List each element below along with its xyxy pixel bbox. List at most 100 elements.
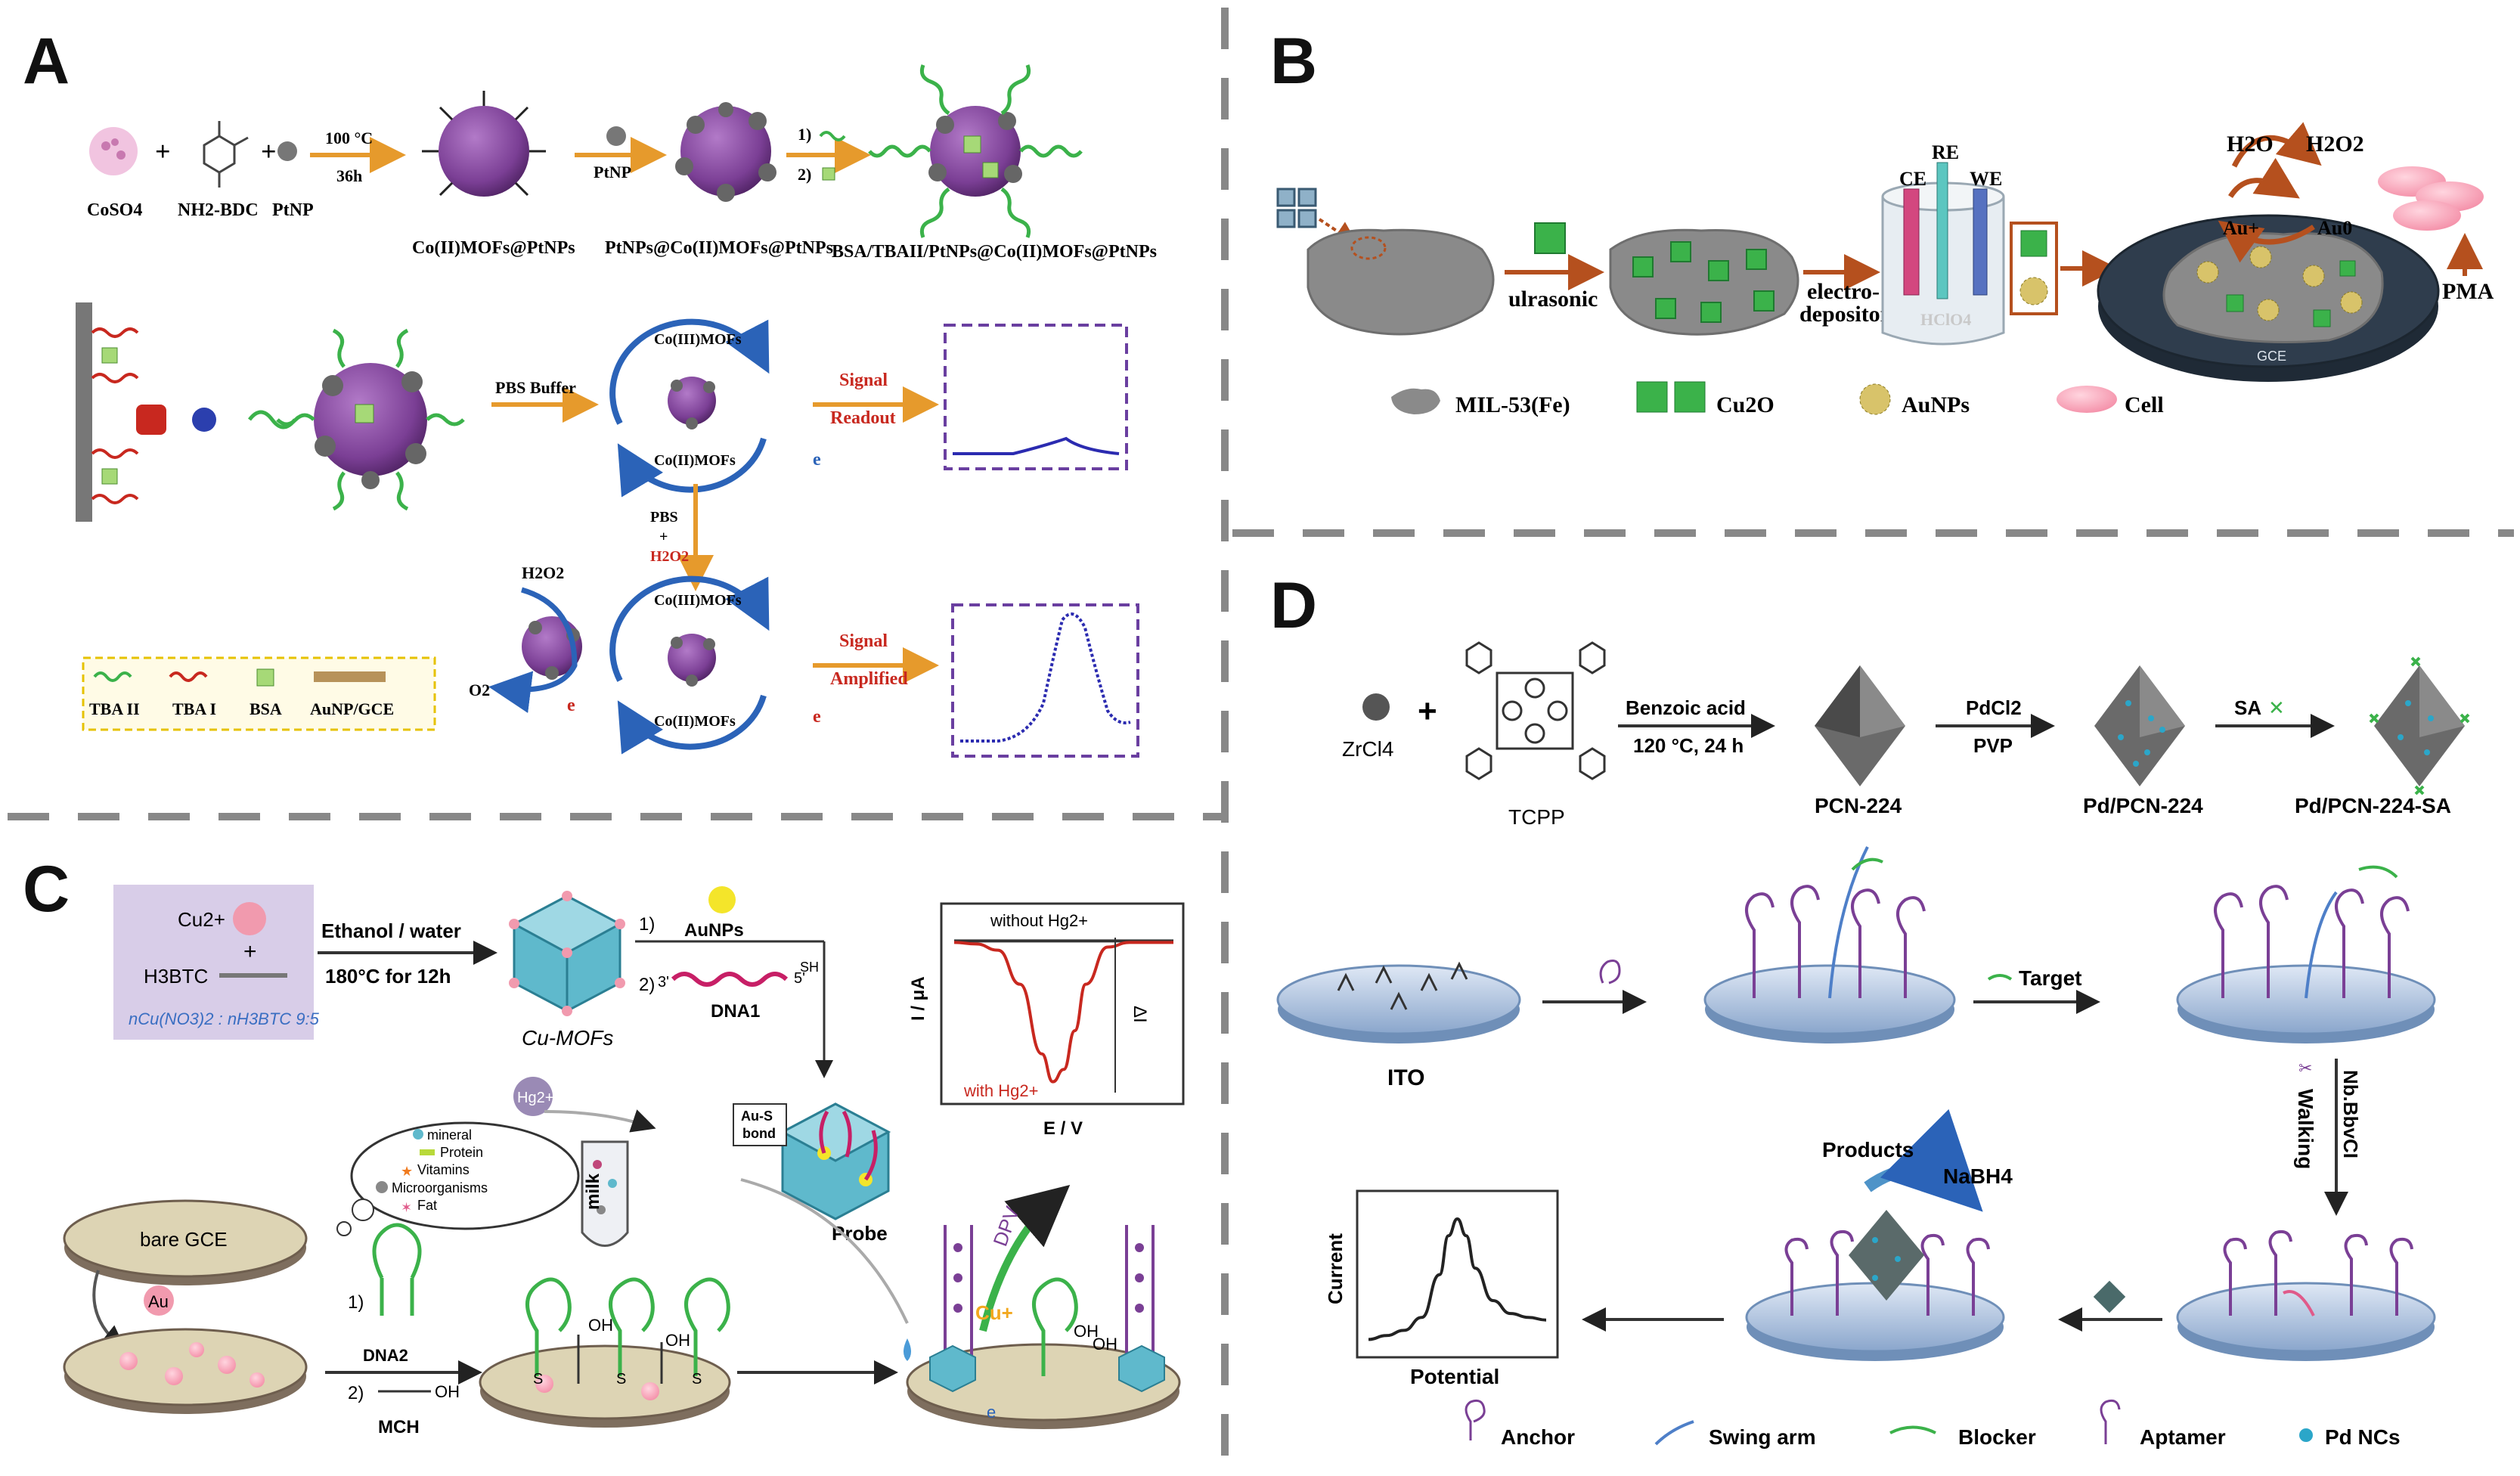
signal-label-2: Signal [839, 631, 888, 651]
redox-arrow-3 [2231, 122, 2322, 168]
legend-cell: Cell [2125, 392, 2164, 417]
mineral-icon [413, 1129, 423, 1140]
s-2: S [616, 1371, 626, 1388]
legend-swing-arm: Swing arm [1709, 1425, 1816, 1449]
legend-anchor-icon [1465, 1399, 1486, 1440]
nabh4-label: NaBH4 [1943, 1164, 2013, 1188]
bare-gce-disk [63, 1199, 308, 1285]
legend-swing-arm-icon [1654, 1420, 1694, 1446]
dpv-chart [940, 902, 1185, 1105]
redox-arrow-2 [2218, 220, 2315, 263]
chart-c-xlabel: E / V [1043, 1118, 1083, 1139]
cond-ethanol: Ethanol / water [321, 919, 461, 942]
delta-i: ΔI [1130, 1006, 1150, 1023]
water-drop-icon [904, 1338, 911, 1361]
dpv-arrow [979, 1184, 1071, 1332]
chart-d-frame [1356, 1189, 1559, 1359]
panel-a-letter: A [23, 25, 70, 98]
cycle2-bottom: Co(II)MOFs [654, 713, 736, 730]
cu2o-cube-icon [1534, 222, 1566, 254]
zoom-circle [1350, 236, 1387, 260]
amplified-box [951, 603, 1139, 758]
oh-3: OH [1074, 1322, 1099, 1341]
product-1: Co(II)MOFs@PtNPs [412, 238, 575, 258]
pd-pcn224-label: Pd/PCN-224 [2083, 794, 2203, 817]
cond-benzoic: Benzoic acid [1626, 696, 1746, 719]
cu-mofs-label: Cu-MOFs [522, 1026, 613, 1050]
legend-blocker-icon [1889, 1425, 1936, 1434]
cu-ion-icon [233, 902, 266, 935]
bsa-icon [822, 167, 835, 181]
ptnp-particle [277, 141, 297, 161]
electrode-ce: CE [1899, 168, 1926, 190]
legend-pdncs: Pd NCs [2325, 1425, 2401, 1449]
zoom-cube [2020, 230, 2047, 257]
legend-blocker: Blocker [1958, 1425, 2036, 1449]
reagent-coso4: CoSO4 [87, 200, 142, 220]
protein-icon [420, 1149, 435, 1155]
dna1-strand [671, 972, 789, 987]
cond-time: 36h [336, 166, 362, 185]
milk-protein: Protein [440, 1145, 483, 1160]
nb-icon: ✂ [2298, 1059, 2312, 1078]
pma-label: PMA [2442, 279, 2494, 304]
oh-1: OH [588, 1316, 613, 1335]
au-label: Au [148, 1292, 169, 1311]
pbs-buffer-label: PBS Buffer [495, 378, 576, 397]
nh2-bdc-molecule [203, 121, 249, 188]
h2o2-top: H2O2 [522, 563, 564, 582]
pd-pcn224-sa [2369, 656, 2470, 795]
legend-cu2o: Cu2O [1716, 392, 1775, 417]
chart-d-ylabel: Current [1324, 1233, 1347, 1304]
milk-mineral: mineral [427, 1127, 472, 1143]
vitamins-icon: ★ [401, 1164, 413, 1179]
amplified-curve [960, 612, 1131, 743]
electrochemical-cell [1881, 162, 2005, 346]
cycle2-top: Co(III)MOFs [654, 592, 742, 609]
milk-fat: Fat [417, 1198, 437, 1213]
milk-label: milk [583, 1173, 603, 1210]
zoom-box [2010, 222, 2058, 315]
dna2-gce-disk [479, 1277, 731, 1428]
tcpp-molecule [1465, 641, 1606, 780]
panel-b: B ulrasonic electro- depositon CE RE WE [1270, 25, 2494, 417]
bond-label: bond [742, 1126, 776, 1141]
step-ulrasonic: ulrasonic [1508, 287, 1598, 312]
coso4-molecule [89, 127, 138, 175]
legend-tba1-icon [169, 671, 208, 682]
electrode-re: RE [1932, 141, 1959, 163]
readout-curve [953, 436, 1120, 455]
product-2: PtNPs@Co(II)MOFs@PtNPs [605, 238, 833, 258]
cu2-label: Cu2+ [178, 908, 225, 931]
mil53-sheet [1306, 228, 1495, 336]
final-gce-disk [906, 1225, 1181, 1429]
step3-1: 1) [798, 125, 811, 144]
ito-plate-5 [1745, 1210, 2005, 1361]
e-label-1: e [813, 450, 821, 470]
ito-plate-4 [2176, 1229, 2436, 1361]
milk-tube [581, 1140, 629, 1247]
reagent-ptnp: PtNP [272, 200, 314, 220]
legend-aptamer-icon [2100, 1399, 2121, 1444]
step1-c: 1) [639, 914, 655, 935]
cu-mof-cube [509, 891, 625, 1016]
cycle1-top: Co(III)MOFs [654, 331, 742, 348]
mof-2 [675, 102, 776, 202]
e-label-3: e [813, 707, 821, 727]
amplified-label: Amplified [830, 669, 908, 689]
plus-label: + [659, 529, 668, 545]
chart-c-without: without Hg2+ [990, 911, 1088, 930]
reaction-box [113, 885, 314, 1040]
milk-vitamins: Vitamins [417, 1162, 470, 1177]
legend-aunps: AuNPs [1902, 392, 1970, 417]
legend-mil53: MIL-53(Fe) [1455, 392, 1570, 417]
panel-d: D ZrCl4 + TCPP Benzoic acid 120 °C, 24 h… [1270, 569, 2470, 1449]
dna1-label: DNA1 [711, 1001, 760, 1022]
zrcl4-label: ZrCl4 [1342, 737, 1393, 761]
legend-tba2-icon [93, 671, 132, 682]
signal-label: Signal [839, 371, 888, 390]
legend-pdnc-icon [2299, 1428, 2313, 1442]
cycle-1 [609, 318, 770, 498]
legend-bsa: BSA [250, 699, 282, 718]
legend-cu2o-icon-1 [1636, 381, 1668, 413]
